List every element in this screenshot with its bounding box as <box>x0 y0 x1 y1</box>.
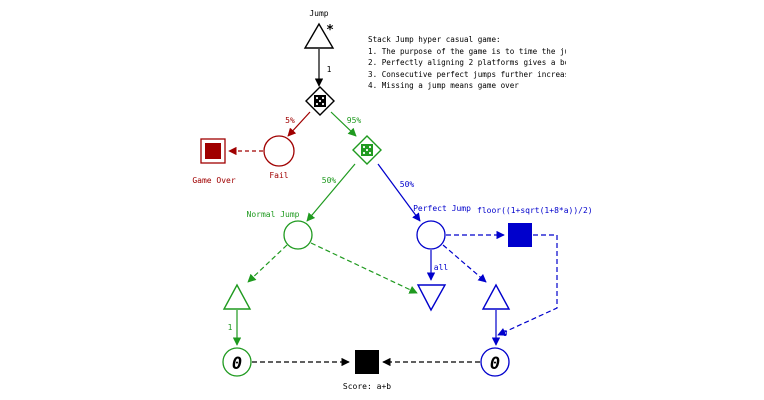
pool-right-b[interactable] <box>480 347 510 377</box>
game-over-label: Game Over <box>192 176 236 185</box>
game-over-end-condition[interactable] <box>200 138 226 164</box>
notes-item-3: 3. Consecutive perfect jumps further inc… <box>368 69 566 79</box>
edge-1-left-label: 1 <box>228 323 233 332</box>
notes-item-4: 4. Missing a jump means game over <box>368 81 519 91</box>
pct-5-label: 5% <box>285 116 295 125</box>
pct-95-label: 95% <box>347 116 362 125</box>
fail-pool[interactable] <box>263 135 295 167</box>
jump-label: Jump <box>309 9 328 18</box>
pct-50-right-label: 50% <box>400 180 415 189</box>
random-gate-main[interactable] <box>305 86 335 116</box>
perfect-jump-pool[interactable] <box>416 220 446 250</box>
perfect-register[interactable] <box>508 223 532 247</box>
dice-icon <box>362 145 372 155</box>
jump-source-triangle[interactable] <box>303 22 335 49</box>
score-register[interactable] <box>355 350 379 374</box>
dice-icon <box>315 96 325 106</box>
formula-label: floor((1+sqrt(1+8*a))/2) <box>477 206 593 215</box>
all-label: all <box>434 263 449 272</box>
drain-triangle[interactable] <box>416 284 447 312</box>
edge-gate-to-gate-green[interactable] <box>330 111 357 137</box>
edge-1-top-label: 1 <box>327 65 332 74</box>
start-star-label: * <box>326 23 334 38</box>
edge-perfect-to-source-right[interactable] <box>442 244 487 283</box>
edge-register-to-edge[interactable] <box>497 234 558 336</box>
pool-left-value: 0 <box>232 354 242 374</box>
pct-50-left-label: 50% <box>322 176 337 185</box>
fail-label: Fail <box>269 171 288 180</box>
edge-normal-to-source-left[interactable] <box>247 244 288 283</box>
edge-gate-to-perfect-jump[interactable] <box>377 163 421 222</box>
edge-gate-to-fail[interactable] <box>287 111 311 137</box>
edge-gate-to-normal-jump[interactable] <box>306 163 356 222</box>
source-right-triangle[interactable] <box>481 283 511 310</box>
notes-title: Stack Jump hyper casual game: <box>368 35 501 44</box>
edge-0-right-label: 0 <box>503 329 508 338</box>
perfect-jump-label: Perfect Jump <box>413 204 471 213</box>
notes-item-1: 1. The purpose of the game is to time th… <box>368 46 566 56</box>
source-left-triangle[interactable] <box>222 283 252 310</box>
pool-right-value: 0 <box>490 354 500 374</box>
normal-jump-label: Normal Jump <box>247 210 300 219</box>
score-label: Score: a+b <box>343 382 391 391</box>
game-description: Stack Jump hyper casual game: 1. The pur… <box>368 34 566 92</box>
random-gate-green[interactable] <box>352 135 382 165</box>
normal-jump-pool[interactable] <box>283 220 313 250</box>
notes-item-2: 2. Perfectly aligning 2 platforms gives … <box>368 58 566 68</box>
pool-left-a[interactable] <box>222 347 252 377</box>
edge-normal-to-drain[interactable] <box>310 242 418 294</box>
